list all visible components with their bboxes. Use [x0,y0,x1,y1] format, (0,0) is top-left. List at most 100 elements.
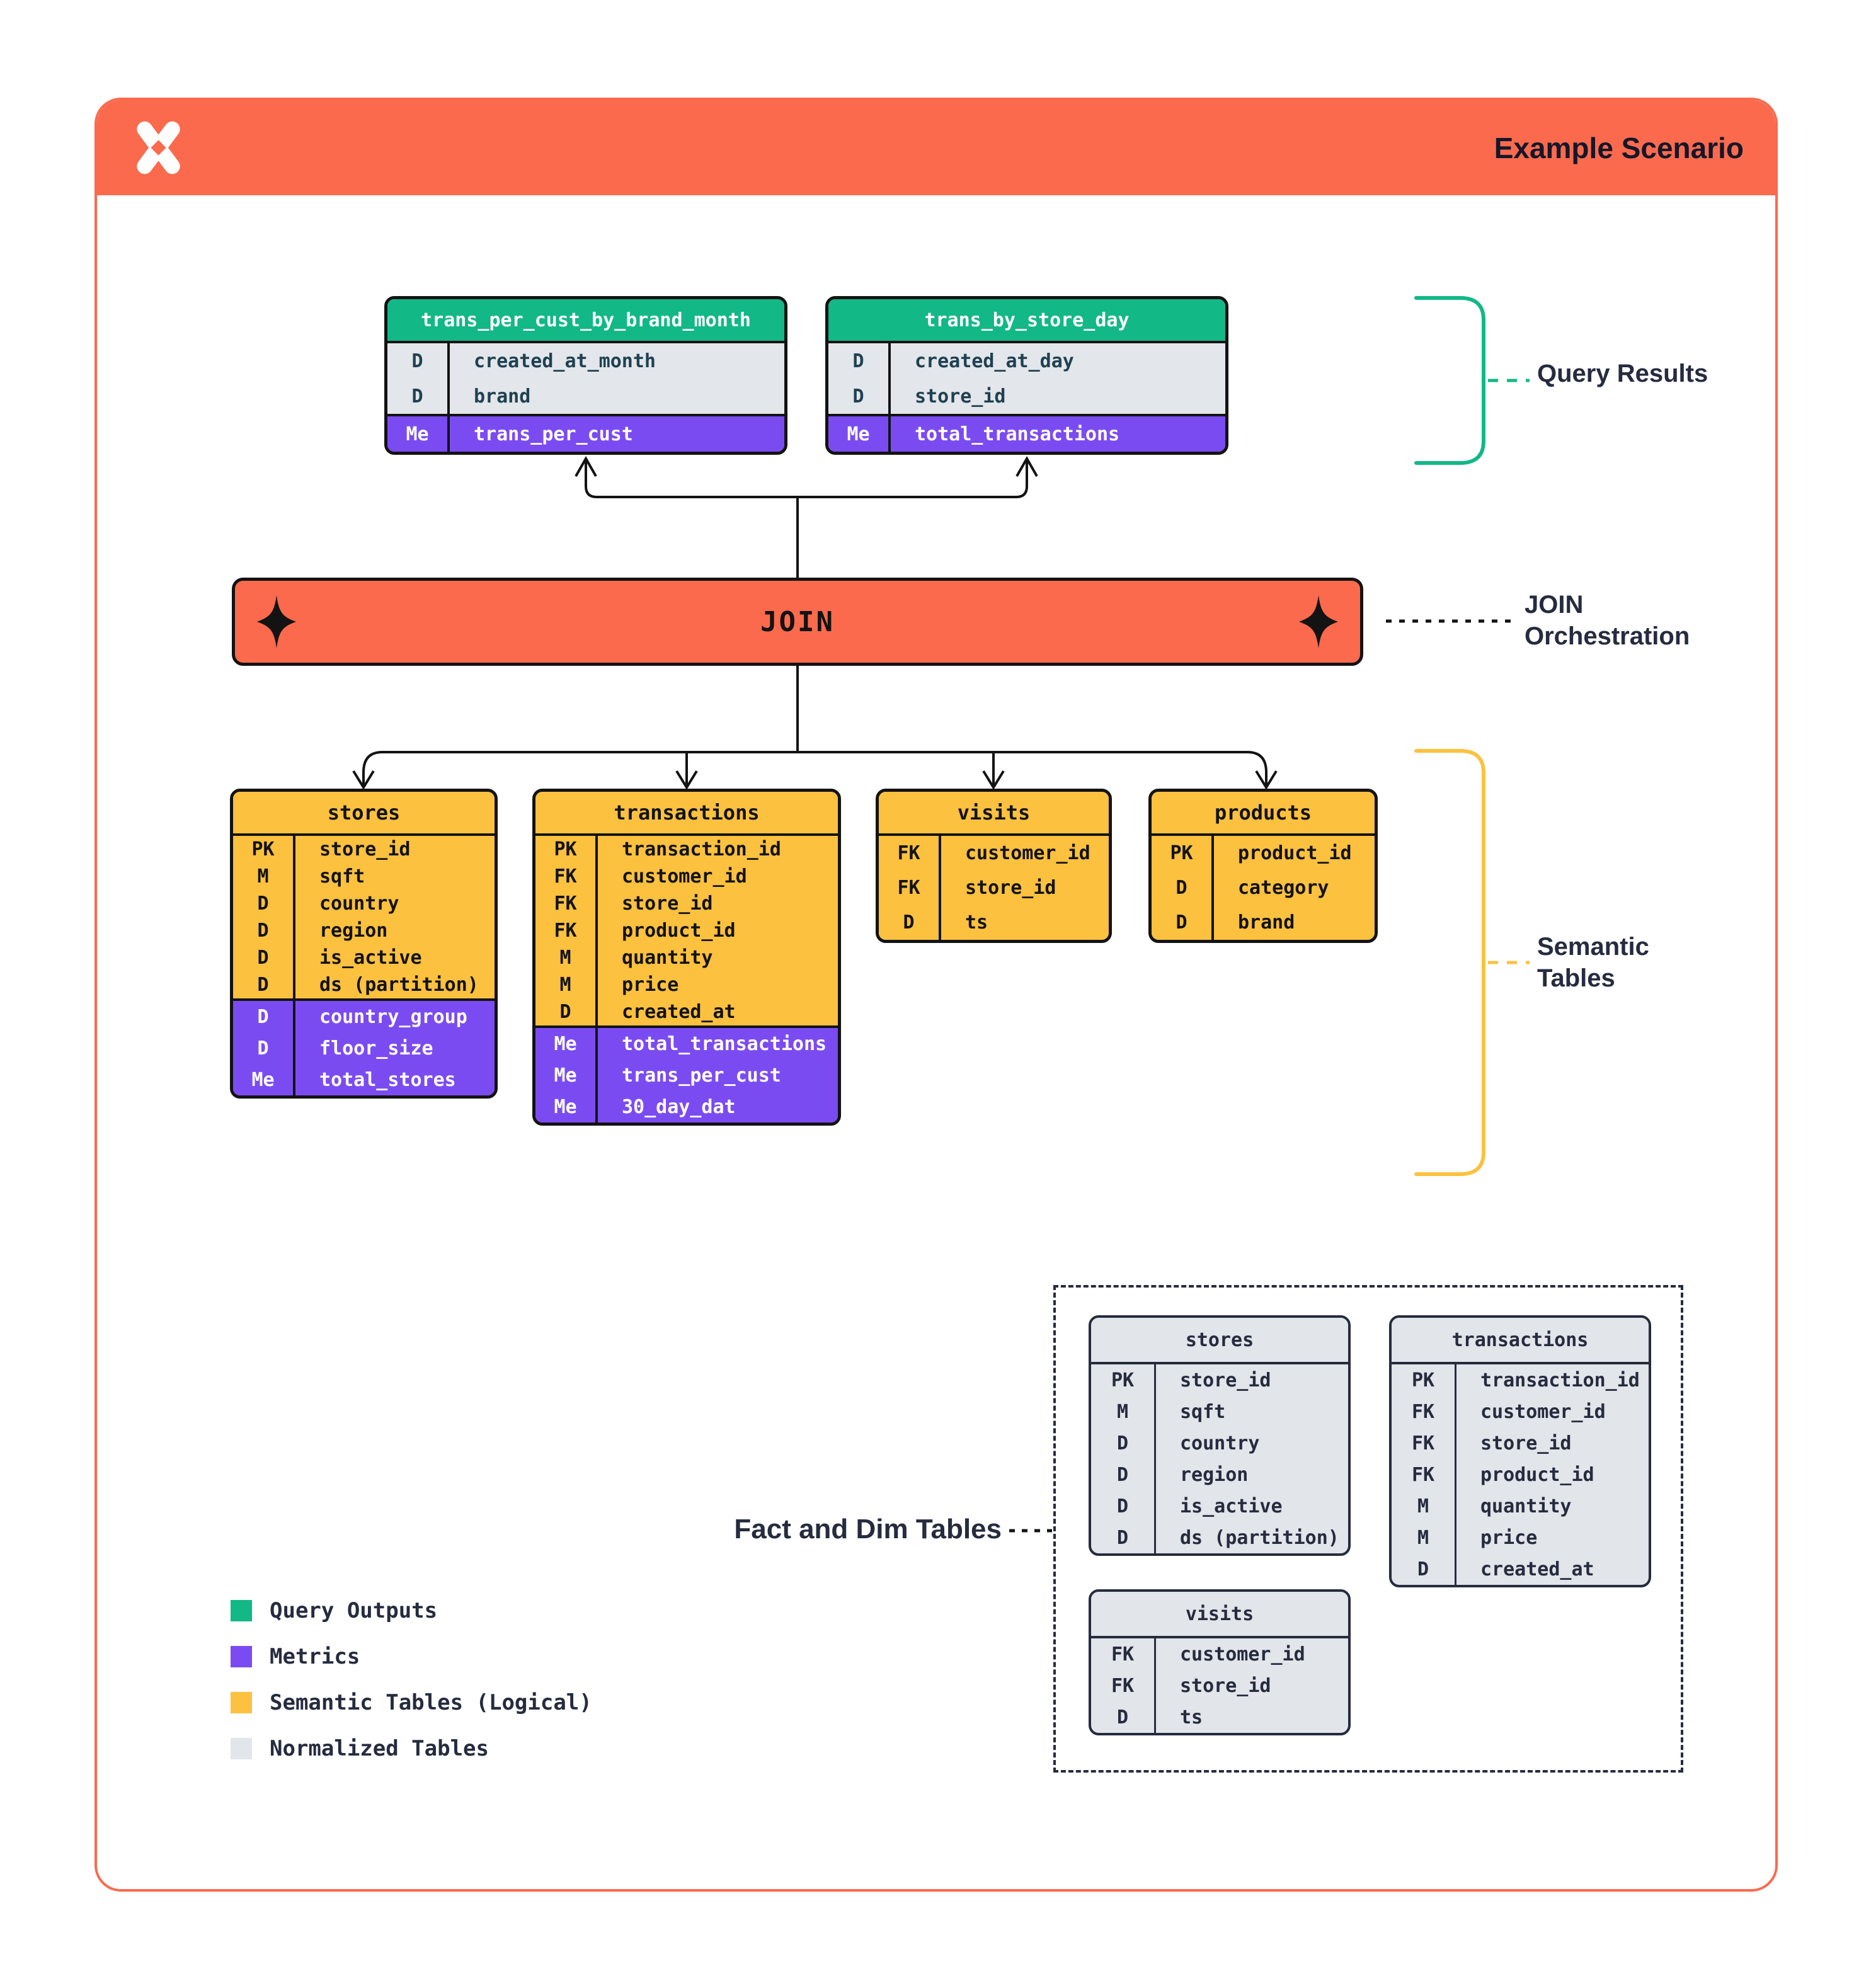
row-key: D [257,974,269,996]
row-name: category [1211,871,1375,905]
table-row: Me 30_day_dat [535,1091,838,1123]
table-title: stores [233,792,495,836]
join-orchestration-label-line1: JOIN [1525,591,1584,619]
legend-item: Metrics [231,1644,592,1669]
legend-label: Query Outputs [270,1598,438,1623]
table-row: PK transaction_id [535,836,838,863]
row-key: FK [1411,1463,1435,1486]
table-title: stores [1091,1318,1348,1364]
row-name: created_at_day [888,343,1225,379]
row-name: is_active [293,944,495,971]
row-key: Me [406,423,429,445]
legend-swatch-yellow [231,1692,252,1713]
row-key: M [559,947,571,969]
row-key: FK [554,893,577,915]
table-title: visits [1091,1592,1348,1638]
x-logo-icon [137,121,180,174]
row-key: M [1417,1526,1429,1549]
row-name: sqft [293,863,495,890]
row-name: store_id [595,890,838,917]
row-key: D [1116,1526,1129,1549]
row-name: ds (partition) [293,971,495,998]
row-name: quantity [595,944,838,971]
join-orchestration-label: JOIN Orchestration [1525,589,1690,652]
table-title: trans_per_cust_by_brand_month [387,299,784,343]
legend-swatch-purple [231,1646,252,1667]
row-name: country [1154,1427,1348,1459]
row-key: Me [554,1095,577,1118]
join-label: JOIN [760,605,835,638]
table-title: trans_by_store_day [828,299,1225,343]
fact-dim-tables-label: Fact and Dim Tables [734,1514,1002,1545]
row-name: trans_per_cust [595,1060,838,1091]
row-key: FK [897,877,920,899]
row-key: M [1116,1400,1129,1423]
semantic-tables-label-line2: Tables [1537,964,1615,992]
row-key: D [903,911,915,934]
row-name: created_at [595,998,838,1025]
table-title: products [1152,792,1375,836]
row-key: D [559,1001,571,1023]
row-key: M [559,974,571,996]
row-name: store_id [1455,1427,1649,1459]
row-key: D [852,385,864,408]
row-key: PK [554,838,577,860]
row-name: customer_id [595,863,838,890]
row-key: FK [554,920,577,942]
row-name: 30_day_dat [595,1091,838,1123]
legend-item: Normalized Tables [231,1736,592,1761]
row-key: Me [554,1064,577,1087]
legend-label: Metrics [270,1644,360,1669]
row-name: is_active [1154,1490,1348,1522]
row-name: ds (partition) [1154,1522,1348,1553]
row-name: created_at [1455,1553,1649,1585]
row-key: D [257,1005,269,1028]
row-name: ts [939,905,1109,940]
row-key: PK [1111,1369,1135,1391]
row-key: Me [554,1032,577,1055]
row-name: total_stores [293,1064,495,1095]
row-key: FK [1411,1400,1435,1423]
row-name: brand [447,379,784,414]
row-key: PK [251,838,275,860]
row-name: transaction_id [595,836,838,863]
row-name: store_id [1154,1670,1348,1701]
